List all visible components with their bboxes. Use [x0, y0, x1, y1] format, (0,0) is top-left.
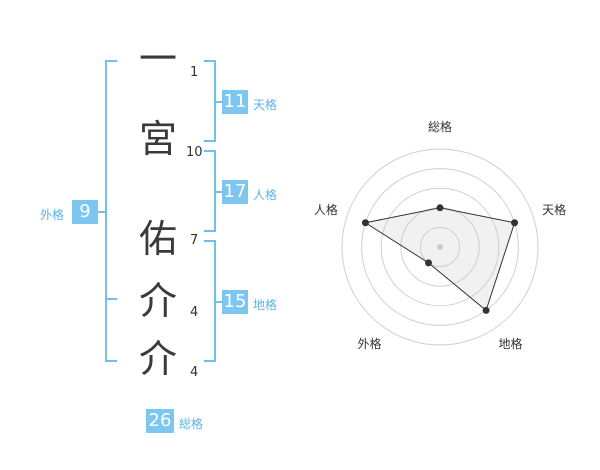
radar-point-3: [424, 259, 432, 267]
radar-center: [437, 244, 443, 250]
radar-point-2: [482, 306, 490, 314]
stroke-count-3: 7: [190, 233, 199, 248]
radar-point-1: [511, 219, 519, 227]
stroke-count-1: 1: [190, 65, 199, 80]
radar-axis-label-3: 外格: [357, 336, 381, 351]
name-char-1: 一: [138, 37, 177, 81]
stroke-count-4: 4: [190, 305, 199, 320]
chikaku-bracket-connector: [214, 301, 222, 303]
name-char-2: 宮: [138, 117, 177, 161]
radar-point-4: [361, 219, 369, 227]
radar-ring-3: [380, 187, 500, 307]
gaikaku-bracket-divider: [105, 298, 117, 300]
radar-ring-5: [341, 148, 539, 346]
soukaku-label: 総格: [179, 417, 204, 431]
radar-area: [364, 207, 516, 312]
gaikaku-bracket-connector: [98, 211, 106, 213]
gaikaku-badge: 9: [72, 200, 98, 224]
radar-axis-label-1: 天格: [542, 202, 566, 217]
jinkaku-label: 人格: [253, 188, 278, 202]
radar-axis-label-0: 総格: [428, 119, 452, 134]
radar-ring-1: [419, 226, 461, 268]
radar-axis-label-2: 地格: [499, 336, 523, 351]
tenkaku-badge: 11: [222, 90, 248, 114]
gaikaku-bracket: [105, 60, 117, 362]
name-char-4: 介: [138, 279, 177, 323]
radar-axis-label-4: 人格: [314, 202, 338, 217]
tenkaku-bracket-connector: [214, 101, 222, 103]
chikaku-badge: 15: [222, 290, 248, 314]
gaikaku-label: 外格: [40, 208, 65, 222]
jinkaku-badge: 17: [222, 180, 248, 204]
name-char-3: 佑: [138, 217, 177, 261]
chikaku-label: 地格: [253, 298, 278, 312]
jinkaku-bracket-connector: [214, 191, 222, 193]
stroke-count-2: 10: [186, 145, 203, 160]
soukaku-badge: 26: [146, 409, 174, 433]
tenkaku-label: 天格: [253, 98, 278, 112]
name-char-5: 介: [138, 337, 177, 381]
radar-ring-4: [361, 168, 519, 326]
radar-point-0: [436, 204, 444, 212]
stroke-count-5: 4: [190, 365, 199, 380]
